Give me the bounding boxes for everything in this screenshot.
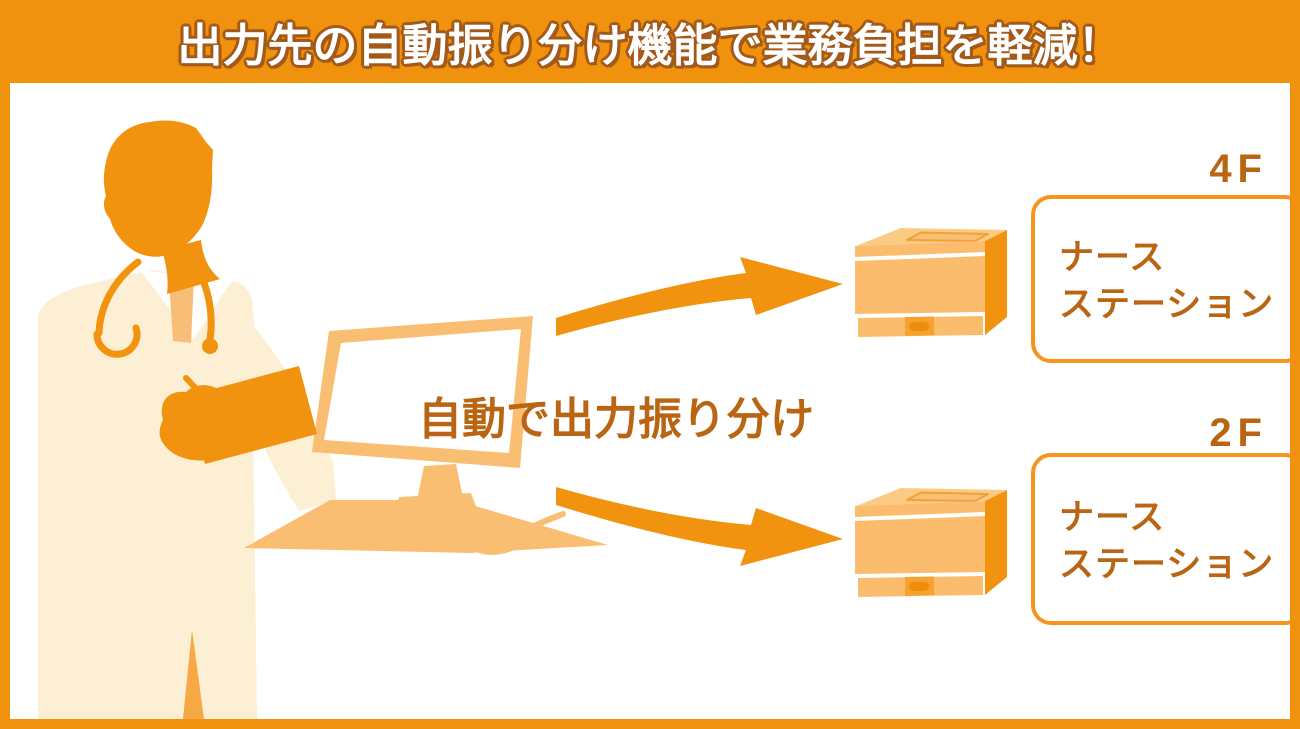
floor-label-2f: 2F [1209, 411, 1268, 455]
page-title: 出力先の自動振り分け機能で業務負担を軽減！ [177, 20, 1123, 71]
printer-icon-2f [853, 486, 1009, 599]
doctor-head [103, 120, 213, 257]
curved-arrow-up-right-icon [556, 257, 843, 336]
illustration [38, 120, 1009, 719]
monitor-screen [324, 329, 521, 453]
doctor-neck [162, 240, 220, 294]
station-box-2f: ナース ステーション [1031, 453, 1290, 625]
monitor-stand [417, 464, 463, 500]
curved-arrow-down-right-icon [556, 487, 843, 566]
station-name-line2: ステーション [1059, 285, 1275, 324]
stethoscope-chestpiece [202, 338, 218, 354]
clipboard-and-hand [159, 366, 317, 464]
desktop-computer-icon [244, 316, 608, 555]
station-name-line2: ステーション [1059, 545, 1275, 584]
station-name-line1: ナース [1059, 238, 1166, 277]
diagram-area: 自動で出力振り分け 4F 2F ナース ステーション ナース ステーション [10, 83, 1290, 719]
tie [169, 278, 194, 343]
printer-icon-4f [853, 226, 1009, 339]
center-label: 自動で出力振り分け [418, 395, 814, 444]
mouse-icon [470, 523, 530, 555]
doctor-hand [159, 385, 237, 461]
coat-slit [183, 630, 204, 719]
doctor-coat [38, 270, 257, 719]
floor-label-4f: 4F [1209, 147, 1268, 191]
doctor-illustration [38, 120, 336, 719]
header-banner: 出力先の自動振り分け機能で業務負担を軽減！ [0, 0, 1300, 83]
station-box-4f: ナース ステーション [1031, 195, 1290, 363]
station-name-line1: ナース [1059, 498, 1166, 537]
mouse-cable [521, 511, 566, 534]
